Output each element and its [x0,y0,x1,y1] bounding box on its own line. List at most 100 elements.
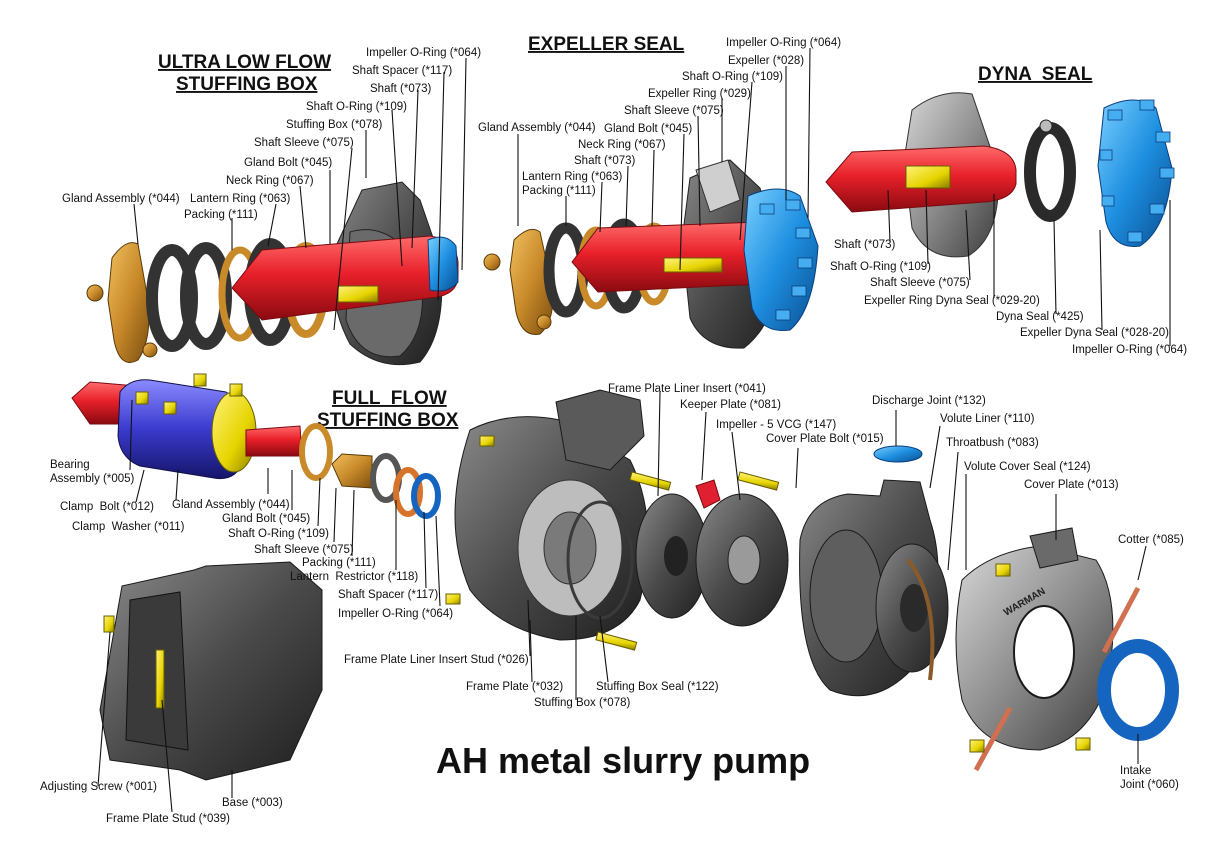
throatbush-hole [900,584,928,632]
ds-expeller-vanes [1099,99,1175,243]
ul-packing-ring-2 [180,242,232,350]
frame-plate-stud-part [155,649,165,709]
label-volute-liner: Volute Liner (*110) [940,413,1035,425]
ff-impeller-oring [411,473,441,519]
volute-liner-face [809,529,883,663]
base-assembly [99,561,323,781]
label-ff-shaft-spacer: Shaft Spacer (*117) [338,589,438,601]
label-impeller: Impeller - 5 VCG (*147) [716,419,836,431]
label-ff-impeller-oring: Impeller O-Ring (*064) [338,608,453,620]
label-es-packing: Packing (*111) [522,185,596,197]
adjusting-screw-part [103,615,115,633]
label-ul-shaft-spacer: Shaft Spacer (*117) [352,65,452,77]
label-bearing-assembly-1: Bearing [50,459,90,471]
cover-plate-discharge [1029,527,1079,569]
ul-gland-assembly-part [107,242,150,363]
volute-cover-seal-part [906,558,935,681]
intake-joint-part [1097,639,1179,741]
label-ul-impeller-oring: Impeller O-Ring (*064) [366,47,481,59]
keeper-plate [695,479,721,509]
label-cotter: Cotter (*085) [1118,534,1184,546]
label-cover-plate-bolt: Cover Plate Bolt (*015) [766,433,884,445]
label-ff-lantern-restrictor: Lantern Restrictor (*118) [290,571,418,583]
label-es-shaft-sleeve: Shaft Sleeve (*075) [624,105,724,117]
label-ff-shaft-oring: Shaft O-Ring (*109) [228,528,329,540]
label-stuffing-box-seal: Stuffing Box Seal (*122) [596,681,719,693]
ds-shaft-sleeve [905,165,951,189]
label-ds-impeller-oring: Impeller O-Ring (*064) [1072,344,1187,356]
label-ul-neck-ring: Neck Ring (*067) [226,175,314,187]
bearing-shaft-right [245,425,303,457]
label-es-gland-assembly: Gland Assembly (*044) [478,122,596,134]
frame-plate-liner-insert-hole [664,536,688,576]
heading-expeller-seal: EXPELLER SEAL [528,34,685,55]
expeller-seal-assembly [483,159,819,349]
dyna-seal-assembly [825,92,1175,258]
studs-visual [445,435,1091,753]
label-discharge-joint: Discharge Joint (*132) [872,395,986,407]
label-clamp-washer: Clamp Washer (*011) [72,521,185,533]
label-ds-shaft-oring: Shaft O-Ring (*109) [830,261,931,273]
label-es-impeller-oring: Impeller O-Ring (*064) [726,37,841,49]
es-expeller-vanes [759,199,813,321]
label-ds-shaft-sleeve: Shaft Sleeve (*075) [870,277,970,289]
label-throatbush: Throatbush (*083) [946,437,1039,449]
label-intake-joint-1: Intake [1120,765,1151,777]
label-ff-packing: Packing (*111) [302,557,376,569]
es-gland-bolt-head-2 [536,314,552,330]
label-ul-shaft-sleeve: Shaft Sleeve (*075) [254,137,354,149]
label-ul-shaft-oring: Shaft O-Ring (*109) [306,101,407,113]
label-ul-stuffing-box: Stuffing Box (*078) [286,119,382,131]
label-frame-plate-liner-insert: Frame Plate Liner Insert (*041) [608,383,766,395]
label-ul-shaft: Shaft (*073) [370,83,432,95]
diagram-title: AH metal slurry pump [436,740,810,781]
label-ds-expeller: Expeller Dyna Seal (*028-20) [1020,327,1169,339]
label-frame-plate-liner-insert-stud: Frame Plate Liner Insert Stud (*026) [344,654,529,666]
ff-gland-assembly-part [299,423,333,481]
label-frame-plate: Frame Plate (*032) [466,681,563,693]
label-bearing-assembly-2: Assembly (*005) [50,473,135,485]
label-stuffing-box: Stuffing Box (*078) [534,697,630,709]
es-shaft-spacer [663,257,723,273]
label-ul-gland-bolt: Gland Bolt (*045) [244,157,332,169]
heading-full-flow-1: FULL FLOW [332,388,447,409]
label-ff-gland-assembly: Gland Assembly (*044) [172,499,290,511]
cover-plate-eye [1013,605,1075,699]
bearing-and-full-flow-assembly [71,373,441,519]
label-es-expeller-ring: Expeller Ring (*029) [648,88,751,100]
heading-ultra-low-flow-1: ULTRA LOW FLOW [158,52,331,73]
es-expeller-ring-top [695,159,741,213]
label-ul-lantern-ring: Lantern Ring (*063) [190,193,291,205]
ff-shaft-sleeve [331,453,373,489]
ul-gland-bolt-head [86,284,104,302]
label-es-gland-bolt: Gland Bolt (*045) [604,123,692,135]
discharge-joint-part [873,445,923,463]
ul-gland-bolt-head-2 [142,342,158,358]
label-es-shaft: Shaft (*073) [574,155,636,167]
ul-shaft-spacer [337,285,379,303]
heading-dyna-seal: DYNA SEAL [978,64,1093,85]
label-intake-joint-2: Joint (*060) [1120,779,1179,791]
heading-ultra-low-flow-2: STUFFING BOX [176,74,318,95]
label-es-expeller: Expeller (*028) [728,55,804,67]
ultra-low-flow-assembly [86,181,459,366]
ds-dyna-seal [1024,122,1076,222]
label-base: Base (*003) [222,797,283,809]
cotter-upper [1101,586,1141,654]
label-ul-packing: Packing (*111) [184,209,258,221]
leader-lines [97,47,1171,813]
label-keeper-plate: Keeper Plate (*081) [680,399,781,411]
label-ds-shaft: Shaft (*073) [834,239,896,251]
label-es-shaft-oring: Shaft O-Ring (*109) [682,71,783,83]
label-adjusting-screw: Adjusting Screw (*001) [40,781,157,793]
ff-packing [393,467,423,517]
label-ul-gland-assembly: Gland Assembly (*044) [62,193,180,205]
label-ff-shaft-sleeve: Shaft Sleeve (*075) [254,544,354,556]
label-ds-dyna-seal: Dyna Seal (*425) [996,311,1084,323]
heading-full-flow-2: STUFFING BOX [317,410,459,431]
label-ds-expeller-ring: Expeller Ring Dyna Seal (*029-20) [864,295,1040,307]
clamp-bolts-visual [135,373,243,415]
es-gland-bolt-head [483,253,501,271]
part-labels: Impeller O-Ring (*064) Shaft Spacer (*11… [40,37,1187,825]
